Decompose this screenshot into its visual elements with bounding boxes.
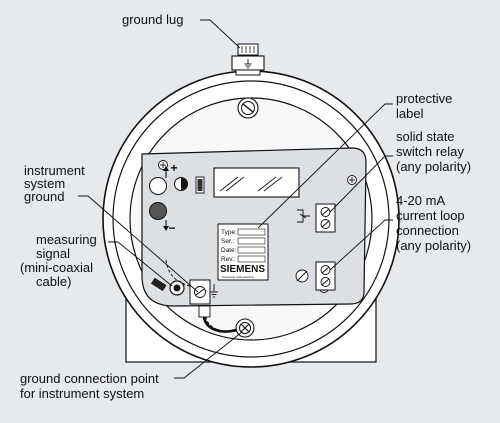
label-field-serial: Ser.: [221,238,235,245]
plate-screw-top-right [347,175,357,185]
callout-current-loop-line-1: 4-20 mA [396,193,445,208]
type-label-plate: Type: Ser.: Date: Rev.: SIEMENS Tamperin… [217,223,269,281]
callout-instrument-ground-line-1: instrument [24,163,85,178]
callout-ground-connection-line-1: ground connection point [20,371,159,386]
ground-screw-bottom [235,318,255,338]
leader-instrument-ground [78,195,199,293]
increase-button: + [149,161,178,195]
leader-current-loop [329,219,393,271]
callout-protective-label-line-1: protective [396,91,452,106]
instrument-ground-terminal [189,279,211,305]
callout-measuring-signal-line-1: measuring [36,232,97,247]
decrease-button: − [149,202,176,235]
leader-protective-label [257,103,393,229]
coaxial-connector [150,277,185,296]
current-loop-terminal-block [315,261,336,291]
ground-symbol-icon [244,59,252,69]
ground-lug [231,43,265,76]
plus-sign: + [170,161,177,175]
callout-ground-connection-line-2: for instrument system [20,386,144,401]
callout-current-loop-line-3: connection [396,223,459,238]
callout-current-loop-line-2: current loop [396,208,465,223]
callout-ground-lug: ground lug [122,12,183,27]
display-connector [195,176,205,194]
callout-solid-state-relay-line-3: (any polarity) [396,159,471,174]
callout-measuring-signal-line-3: (mini-coaxial [20,260,93,275]
contrast-adjust-icon [174,177,188,191]
leader-measuring-signal [108,241,173,287]
ground-wire [198,305,237,333]
leader-ground-lug [200,19,241,49]
callout-measuring-signal-line-4: cable) [36,274,71,289]
callout-instrument-ground-line-3: ground [24,189,64,204]
ground-symbol-icon [210,284,218,298]
minus-sign: − [168,221,175,235]
label-field-rev: Rev.: [221,256,236,263]
relay-contact-icon [297,209,310,223]
current-source-icon [295,269,309,283]
label-fine-print: Tampering voids warranty [222,275,254,279]
brand-logo: SIEMENS [220,264,265,275]
callout-solid-state-relay-line-2: switch relay [396,144,464,159]
callout-protective-label-line-2: label [396,106,424,121]
callout-solid-state-relay-line-1: solid state [396,129,455,144]
relay-terminal-block [315,203,336,233]
display-window [213,167,300,198]
callout-current-loop-line-4: (any polarity) [396,238,471,253]
label-field-date: Date: [221,247,237,254]
callout-measuring-signal-line-2: signal [36,246,70,261]
label-field-type: Type: [221,229,237,236]
cover-screw-top [237,97,259,119]
callout-instrument-ground-line-2: system [24,176,65,191]
leader-ground-connection-point [174,331,243,379]
leader-solid-state-relay [329,155,393,213]
